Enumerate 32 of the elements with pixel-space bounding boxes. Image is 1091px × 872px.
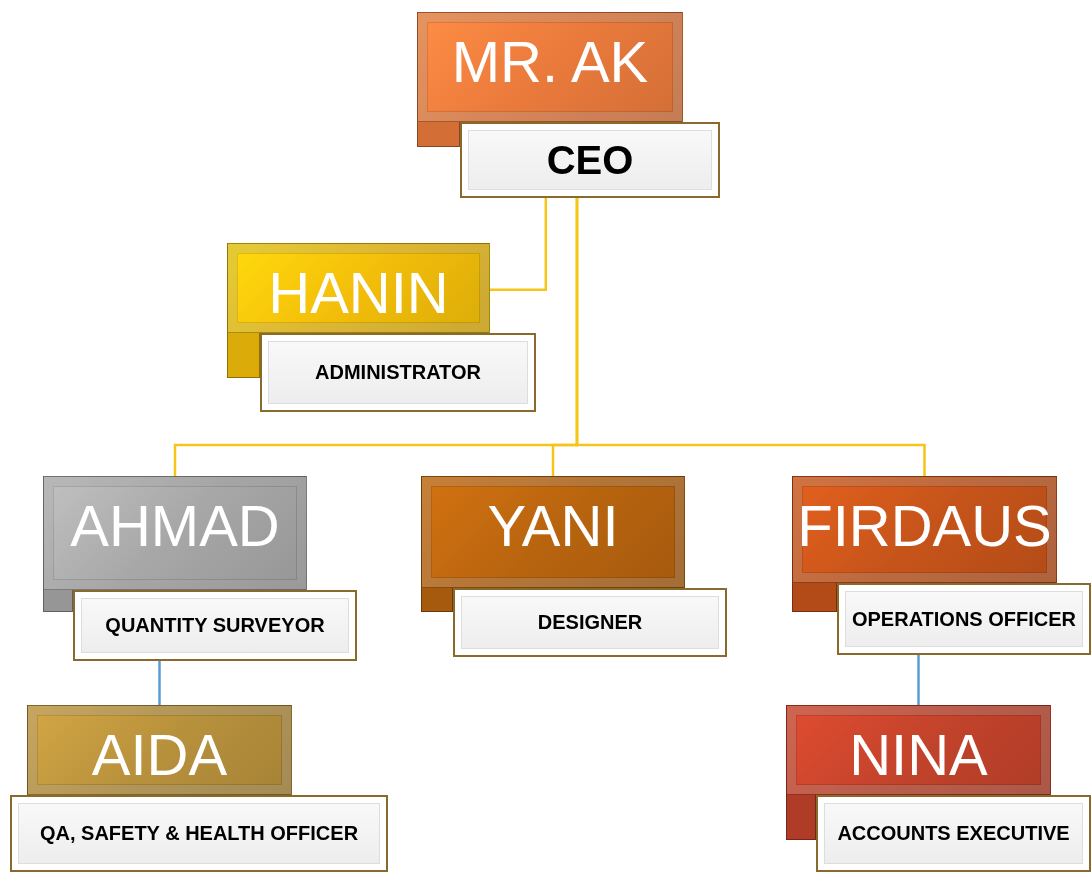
name-box [421,476,685,588]
title-box [837,583,1091,655]
person-name: AIDA [91,726,228,784]
person-name: NINA [849,726,988,784]
connector-line [575,198,926,476]
job-title: ACCOUNTS EXECUTIVE [836,822,1071,845]
job-title: QA, SAFETY & HEALTH OFFICER [38,822,360,845]
job-title: DESIGNER [536,611,644,634]
title-box [453,588,727,657]
person-name: YANI [487,497,619,555]
job-title: QUANTITY SURVEYOR [104,614,326,637]
name-box [227,243,490,333]
job-title: CEO [545,137,635,183]
person-name: HANIN [268,264,449,322]
name-box [786,705,1051,795]
person-name: AHMAD [70,497,280,555]
name-box [27,705,292,795]
title-box [460,122,720,198]
title-box [73,590,357,661]
person-name: MR. AK [451,33,649,91]
name-box [43,476,307,590]
title-box [10,795,388,872]
name-box [792,476,1057,583]
person-name: FIRDAUS [797,497,1052,555]
title-box [816,795,1091,872]
job-title: OPERATIONS OFFICER [850,607,1078,631]
connector-line [917,655,920,705]
title-box [260,333,536,412]
name-box [417,12,683,122]
connector-line [490,198,548,292]
connector-line [158,661,161,705]
job-title: ADMINISTRATOR [314,361,482,384]
